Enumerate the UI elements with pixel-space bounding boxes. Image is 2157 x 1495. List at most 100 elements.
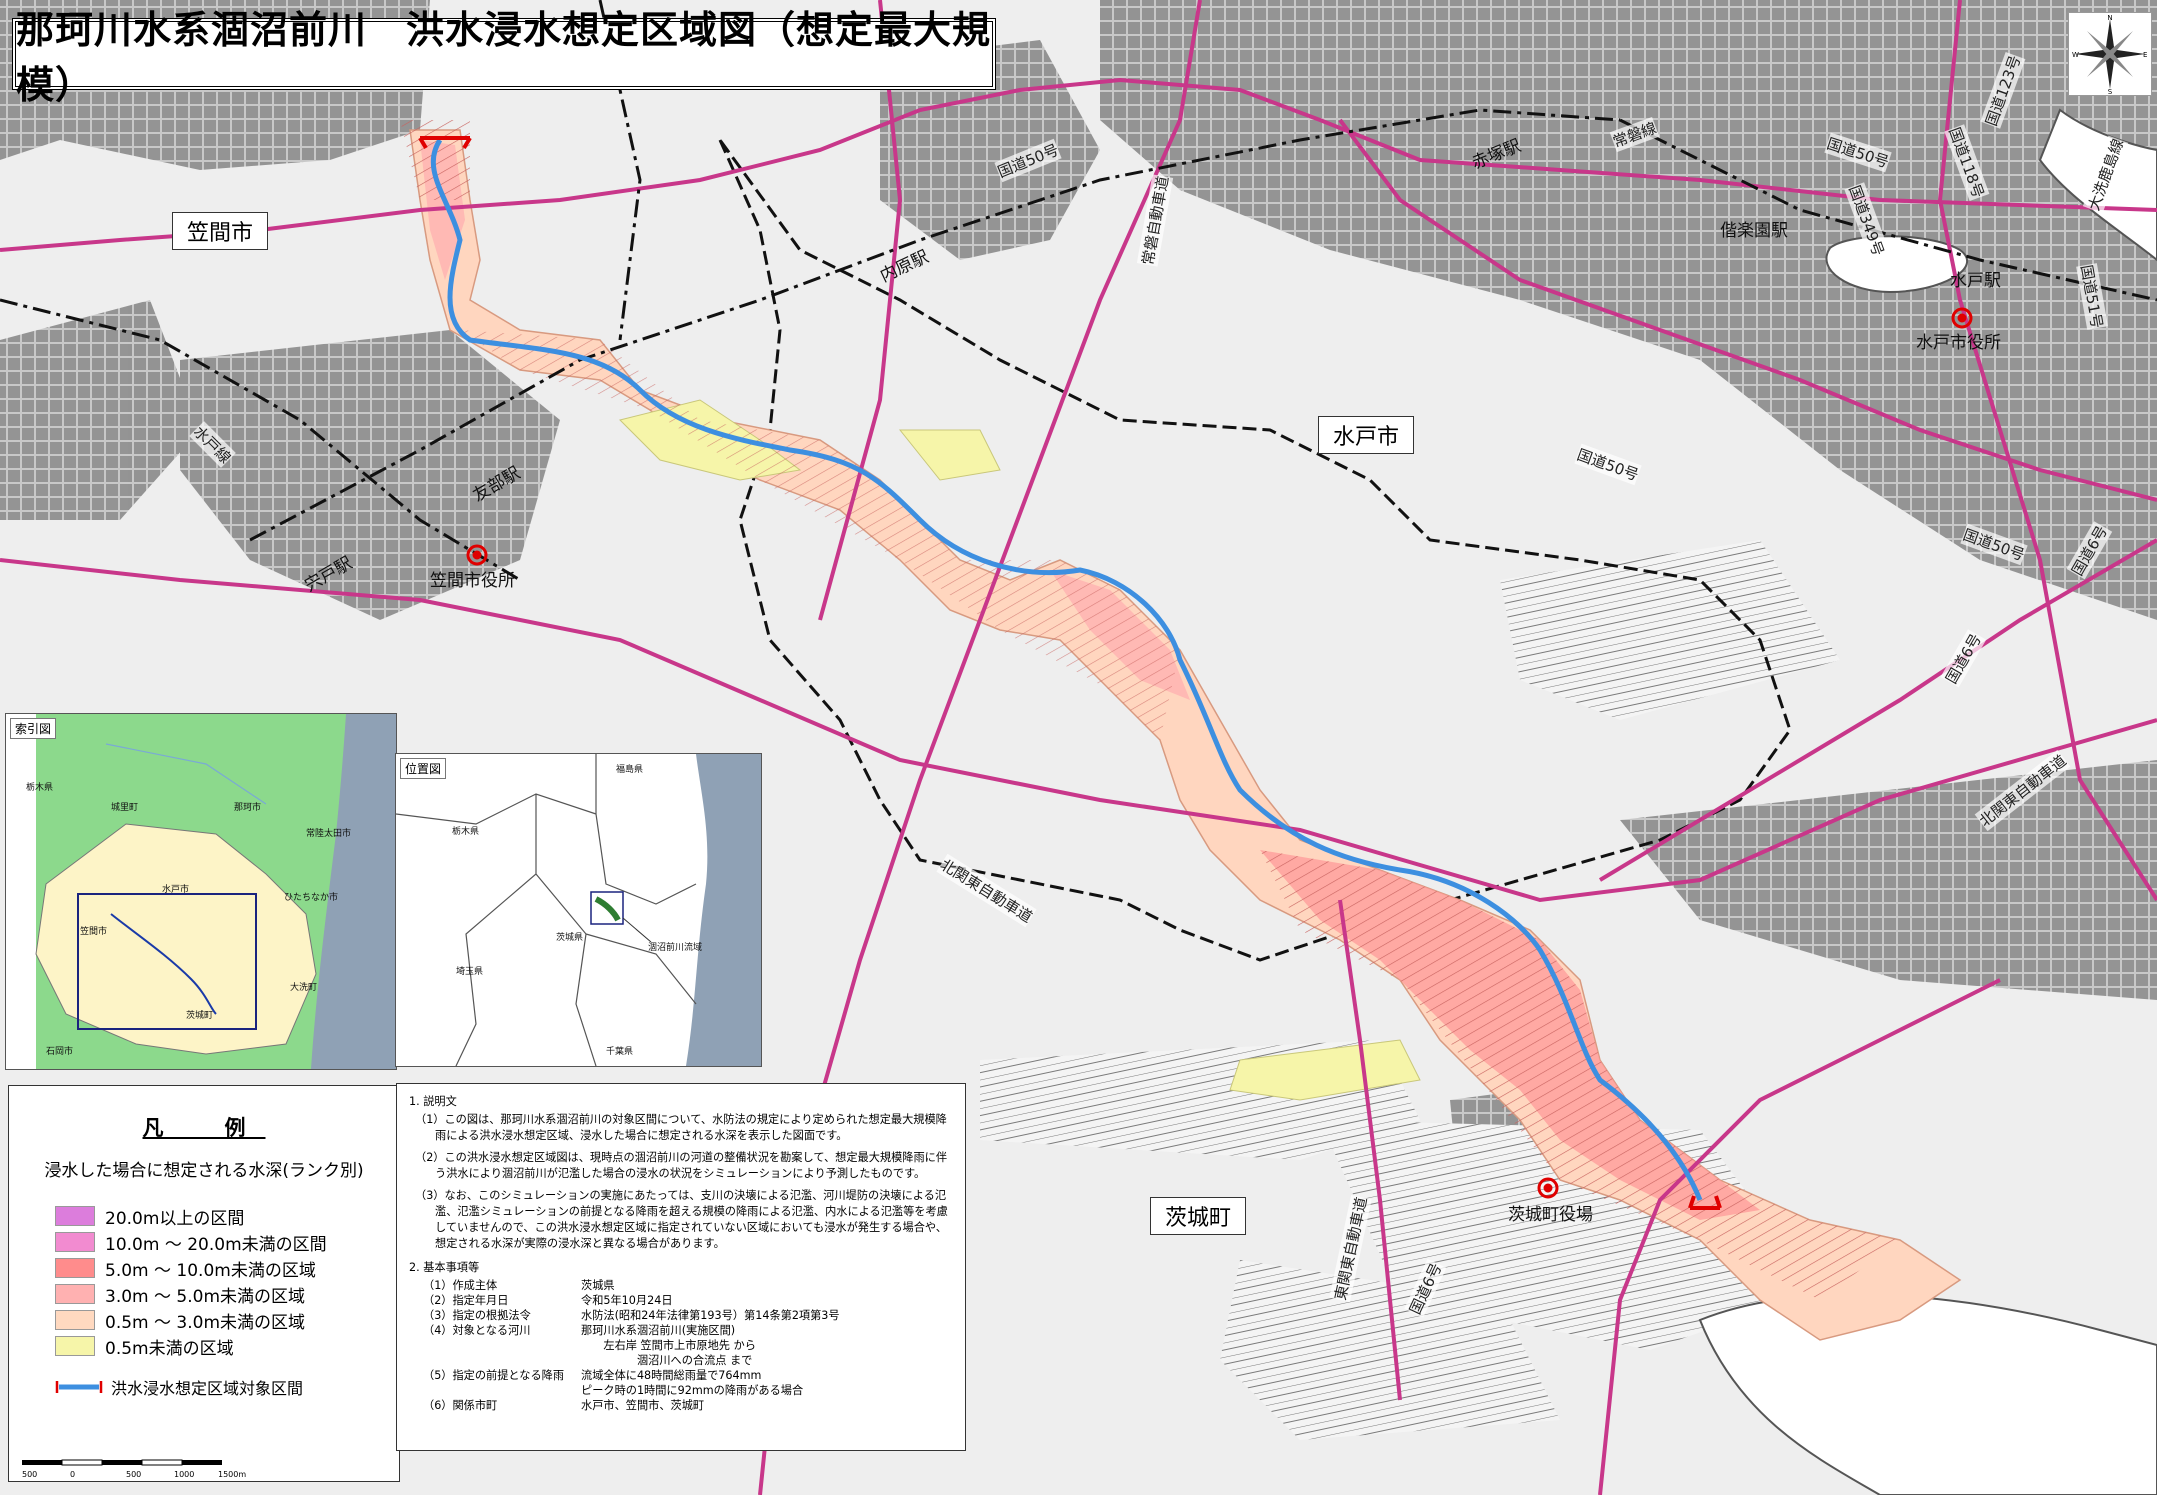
legend-item-label: 5.0m 〜 10.0m未満の区域 [105,1260,316,1281]
notes-heading-1: 1. 説明文 [409,1095,457,1108]
scale-tick: 0 [70,1470,76,1479]
place-kasama: 笠間市 [172,212,269,250]
target-section-icon [55,1381,103,1393]
legend-swatch [55,1310,95,1330]
legend-swatch [55,1206,95,1226]
station-mito: 水戸駅 [1950,271,2001,291]
index-label-8: 茨城町 [186,1011,214,1021]
table-cell-key: （2）指定年月日 [423,1294,509,1307]
river-target-section [430,138,1703,1201]
location-label-0: 福島県 [616,765,644,775]
svg-text:E: E [2143,51,2147,59]
index-label-7: 大洗町 [290,983,318,993]
legend-item-label: 20.0m以上の区間 [105,1208,245,1229]
map-title-text: 那珂川水系涸沼前川 洪水浸水想定区域図（想定最大規模） [16,8,992,107]
legend-item: 0.5m 〜 3.0m未満の区域 [55,1307,399,1333]
place-mito: 水戸市 [1318,416,1415,454]
legend-item: 5.0m 〜 10.0m未満の区域 [55,1255,399,1281]
legend-item: 0.5m未満の区域 [55,1333,399,1359]
svg-text:S: S [2108,88,2113,95]
table-cell-key [419,1338,577,1353]
notes-paragraph-1: （1）この図は、那珂川水系涸沼前川の対象区間について、水防法の規定により定められ… [415,1113,947,1142]
table-row: 涸沼川への合流点 まで [419,1353,844,1368]
table-cell-value: 左右岸 笠間市上市原地先 から [581,1339,756,1352]
city-hall-markers [466,307,1973,1199]
svg-text:W: W [2072,51,2079,59]
legend-item: 20.0m以上の区間 [55,1203,399,1229]
table-row: （6）関係市町 水戸市、笠間市、茨城町 [419,1398,844,1413]
index-label-2: 那珂市 [234,803,262,813]
legend-items: 20.0m以上の区間 10.0m 〜 20.0m未満の区間 5.0m 〜 10.… [55,1203,399,1359]
index-map-title: 索引図 [10,718,57,739]
table-cell-key: （3）指定の根拠法令 [423,1309,531,1322]
table-cell-key [419,1353,577,1368]
legend-item-label: 0.5m 〜 3.0m未満の区域 [105,1312,305,1333]
table-cell-value: 水戸市、笠間市、茨城町 [581,1399,705,1412]
map-title: 那珂川水系涸沼前川 洪水浸水想定区域図（想定最大規模） [12,8,996,107]
place-ibaraki: 茨城町 [1150,1197,1247,1235]
legend-panel: 凡 例 浸水した場合に想定される水深(ランク別) 20.0m以上の区間 10.0… [8,1085,400,1482]
scale-tick: 1500m [218,1470,247,1479]
label-kasama-city-hall: 笠間市役所 [430,571,515,591]
legend-swatch [55,1258,95,1278]
table-cell-key: （6）関係市町 [423,1399,498,1412]
label-mito-city-hall: 水戸市役所 [1916,333,2001,353]
scale-tick: 500 [22,1470,38,1479]
index-label-4: 水戸市 [162,885,190,895]
index-label-0: 栃木県 [26,783,54,793]
legend-item: 10.0m 〜 20.0m未満の区間 [55,1229,399,1255]
table-cell-value: 流域全体に48時間総雨量で764mm [581,1369,762,1382]
index-label-1: 城里町 [111,803,139,813]
legend-item-label: 10.0m 〜 20.0m未満の区間 [105,1234,327,1255]
scale-tick: 1000 [174,1470,195,1479]
table-row: （5）指定の前提となる降雨 流域全体に48時間総雨量で764mm [419,1368,844,1383]
legend-item-label: 3.0m 〜 5.0m未満の区域 [105,1286,305,1307]
notes-paragraph-3: （3）なお、このシミュレーションの実施にあたっては、支川の決壊による氾濫、河川堤… [415,1189,948,1250]
section-markers [418,136,1722,1210]
location-label-1: 栃木県 [452,827,480,837]
svg-text:N: N [2107,14,2112,22]
legend-item: 3.0m 〜 5.0m未満の区域 [55,1281,399,1307]
location-label-3: 埼玉県 [456,967,484,977]
explanation-panel: 1. 説明文 （1）この図は、那珂川水系涸沼前川の対象区間について、水防法の規定… [396,1083,966,1451]
table-row: ピーク時の1時間に92mmの降雨がある場合 [419,1383,844,1398]
table-cell-value: 水防法(昭和24年法律第193号）第14条第2項第3号 [581,1309,840,1322]
legend-target-label: 洪水浸水想定区域対象区間 [111,1379,304,1398]
notes-heading-2: 2. 基本事項等 [409,1261,480,1274]
table-cell-key: （1）作成主体 [423,1279,498,1292]
flood-zones [400,120,1962,1341]
table-cell-key: （5）指定の前提となる降雨 [423,1369,565,1382]
legend-heading: 凡 例 [142,1116,266,1140]
location-map-inset: 位置図 福島県 栃木県 茨城県 埼玉県 千葉県 涸沼前川流域 [395,753,762,1067]
station-kairakuen: 偕楽園駅 [1720,221,1788,241]
location-label-2: 茨城県 [556,933,584,943]
legend-target-section: 洪水浸水想定区域対象区間 [55,1375,399,1399]
scale-bar: 500 0 500 1000 1500m [22,1458,252,1480]
label-ibaraki-town-hall: 茨城町役場 [1508,1205,1593,1225]
notes-paragraph-2: （2）この洪水浸水想定区域図は、現時点の涸沼前川の河道の整備状況を勘案して、想定… [415,1151,948,1180]
table-row: （2）指定年月日 令和5年10月24日 [419,1293,844,1308]
scale-tick: 500 [126,1470,142,1479]
table-cell-value: 涸沼川への合流点 まで [581,1354,753,1367]
legend-swatch [55,1284,95,1304]
table-row: （3）指定の根拠法令 水防法(昭和24年法律第193号）第14条第2項第3号 [419,1308,844,1323]
legend-subtitle: 浸水した場合に想定される水深(ランク別) [44,1161,364,1181]
legend-swatch [55,1232,95,1252]
table-row: （1）作成主体 茨城県 [419,1278,844,1293]
index-label-3: 常陸太田市 [306,829,352,839]
location-label-4: 千葉県 [606,1047,634,1057]
location-map-title: 位置図 [400,758,447,779]
index-label-9: 石岡市 [46,1047,74,1057]
table-cell-value: 令和5年10月24日 [581,1294,673,1307]
table-cell-value: ピーク時の1時間に92mmの降雨がある場合 [581,1384,804,1397]
index-map-inset: 索引図 栃木県 城里町 那珂市 常陸太田市 水戸市 ひたちなか市 笠間市 大洗町… [5,713,397,1070]
basic-info-table: （1）作成主体 茨城県 （2）指定年月日 令和5年10月24日 （3）指定の根拠法令… [419,1278,844,1413]
table-cell-value: 茨城県 [581,1279,615,1292]
table-cell-value: 那珂川水系涸沼前川(実施区間) [581,1324,736,1337]
location-label-5: 涸沼前川流域 [648,943,703,953]
scale-bar-graphic [22,1459,222,1466]
table-row: （4）対象となる河川那珂川水系涸沼前川(実施区間) [419,1323,844,1338]
legend-swatch [55,1336,95,1356]
urban-areas [0,0,2157,1240]
table-cell-key [419,1383,577,1398]
